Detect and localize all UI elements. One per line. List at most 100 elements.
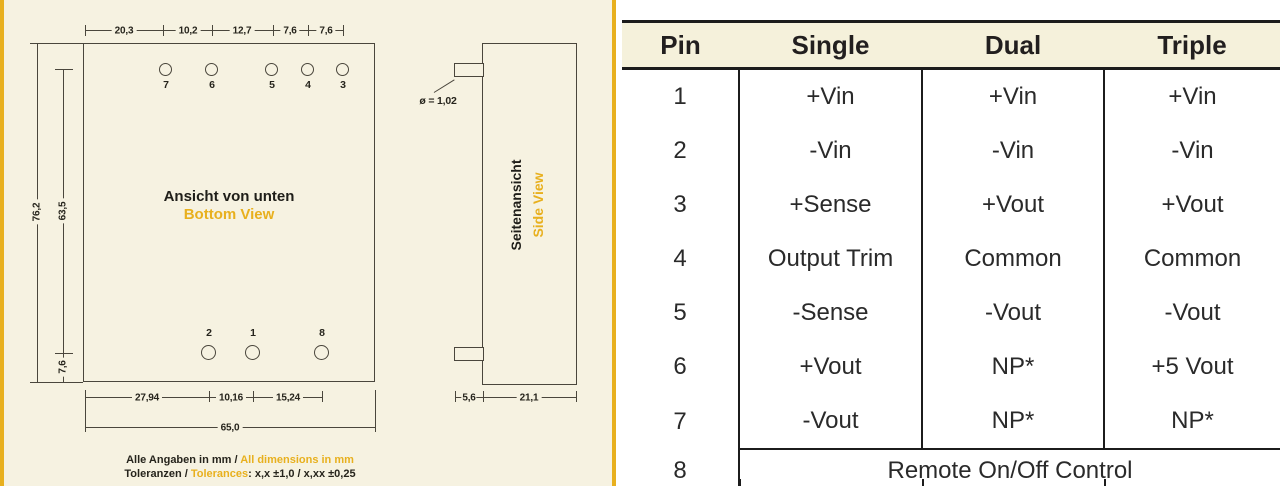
pin-table-panel: Pin Single Dual Triple 1 +Vin +Vin +Vin …: [616, 0, 1280, 486]
pin-number: 1: [250, 327, 256, 339]
dim-tick: [85, 25, 86, 36]
triple-cell: -Vout: [1103, 286, 1280, 340]
dim-tick: [308, 25, 309, 36]
pin-number: 2: [206, 327, 212, 339]
dual-cell: NP*: [921, 394, 1104, 449]
table-column-stub: [1104, 479, 1106, 486]
pin-number: 7: [163, 79, 169, 91]
dim-tick: [455, 391, 456, 402]
dim-label: 20,3: [111, 25, 137, 37]
pin-hole-8: [314, 345, 329, 360]
dual-cell: +Vout: [921, 178, 1104, 232]
triple-cell: +5 Vout: [1103, 340, 1280, 394]
dim-tick: [253, 391, 254, 402]
column-header-single: Single: [739, 21, 922, 70]
dim-label: 7,6: [316, 25, 336, 37]
extension-line: [55, 69, 73, 70]
pin-cell: 3: [673, 191, 687, 218]
dual-cell: Common: [921, 232, 1104, 286]
table-header-row: Pin Single Dual Triple: [622, 21, 1280, 70]
leader-line: [433, 79, 455, 93]
remote-control-cell: Remote On/Off Control: [738, 448, 1280, 486]
single-cell: -Sense: [738, 286, 922, 340]
dim-tick: [212, 25, 213, 36]
tolerances-note: Toleranzen / Tolerances: x,x ±1,0 / x,xx…: [90, 468, 390, 482]
dim-line-bottom-row1: [85, 397, 322, 398]
dim-label: 7,6: [57, 357, 69, 377]
pin-hole-2: [201, 345, 216, 360]
pin-number: 4: [305, 79, 311, 91]
dim-label: 76,2: [31, 199, 43, 225]
dim-label: 27,94: [131, 392, 163, 404]
dim-tick: [343, 25, 344, 36]
column-header-pin: Pin: [622, 21, 739, 70]
pin-number: 6: [209, 79, 215, 91]
pin-diameter-label: ø = 1,02: [419, 95, 457, 107]
tolerances-values: : x,x ±1,0 / x,xx ±0,25: [248, 467, 356, 480]
extension-line: [55, 353, 73, 354]
triple-cell: +Vin: [1103, 68, 1280, 124]
table-row-remote: 8 Remote On/Off Control: [622, 448, 1280, 486]
pin-hole-3: [336, 63, 349, 76]
single-cell: +Sense: [738, 178, 922, 232]
dim-label: 63,5: [57, 198, 69, 224]
bottom-view-title-de: Ansicht von unten: [163, 188, 295, 205]
table-row: 3 +Sense +Vout +Vout: [622, 178, 1280, 232]
bottom-view-outline: [83, 43, 375, 382]
side-view-title-en: Side View: [530, 172, 546, 238]
units-note: Alle Angaben in mm / All dimensions in m…: [90, 454, 390, 468]
accent-bar-divider: [612, 0, 616, 486]
pin-cell: 7: [673, 407, 687, 435]
side-view-title-de: Seitenansicht: [508, 159, 524, 251]
units-note-en: All dimensions in mm: [240, 454, 354, 466]
dim-tick: [273, 25, 274, 36]
extension-line: [30, 382, 83, 383]
single-cell: +Vout: [738, 340, 922, 394]
single-cell: +Vin: [738, 68, 922, 124]
table-row: 1 +Vin +Vin +Vin: [622, 68, 1280, 124]
dim-tick: [209, 391, 210, 402]
dim-label: 5,6: [461, 392, 477, 404]
dim-tick: [375, 390, 376, 432]
triple-cell: +Vout: [1103, 178, 1280, 232]
table-column-stub: [922, 479, 924, 486]
triple-cell: NP*: [1103, 394, 1280, 449]
pin-number: 8: [319, 327, 325, 339]
triple-cell: -Vin: [1103, 124, 1280, 178]
table-row: 5 -Sense -Vout -Vout: [622, 286, 1280, 340]
dim-label: 10,2: [175, 25, 201, 37]
side-view-outline: [482, 43, 577, 385]
column-header-dual: Dual: [922, 21, 1104, 70]
dim-tick: [483, 391, 484, 402]
dim-tick: [85, 390, 86, 432]
single-cell: -Vin: [738, 124, 922, 178]
extension-line: [30, 43, 83, 44]
pin-assignment-table: Pin Single Dual Triple 1 +Vin +Vin +Vin …: [622, 20, 1280, 486]
pin-cell: 5: [673, 299, 687, 326]
pin-cell: 1: [673, 83, 687, 110]
pin-hole-6: [205, 63, 218, 76]
dim-line-side: [455, 397, 576, 398]
triple-cell: Common: [1103, 232, 1280, 286]
side-view-pin-top: [454, 63, 484, 77]
table-column-stub: [739, 479, 741, 486]
dim-label: 15,24: [272, 392, 304, 404]
tolerances-note-de: Toleranzen /: [124, 467, 191, 480]
tolerances-note-en: Tolerances: [190, 467, 249, 480]
pin-cell: 8: [673, 456, 687, 484]
single-cell: Output Trim: [738, 232, 922, 286]
table-row: 2 -Vin -Vin -Vin: [622, 124, 1280, 178]
column-header-triple: Triple: [1104, 21, 1280, 70]
pin-hole-4: [301, 63, 314, 76]
single-cell: -Vout: [738, 394, 922, 449]
pin-number: 5: [269, 79, 275, 91]
dual-cell: -Vin: [921, 124, 1104, 178]
dim-label: 65,0: [217, 422, 243, 434]
drawing-panel: 20,3 10,2 12,7 7,6 7,6 76,2 63,5 7,6 7 6…: [0, 0, 616, 486]
table-row: 4 Output Trim Common Common: [622, 232, 1280, 286]
dual-cell: +Vin: [921, 68, 1104, 124]
pin-cell: 2: [673, 137, 687, 164]
dim-label: 12,7: [229, 25, 255, 37]
table-row: 6 +Vout NP* +5 Vout: [622, 340, 1280, 394]
pin-hole-7: [159, 63, 172, 76]
